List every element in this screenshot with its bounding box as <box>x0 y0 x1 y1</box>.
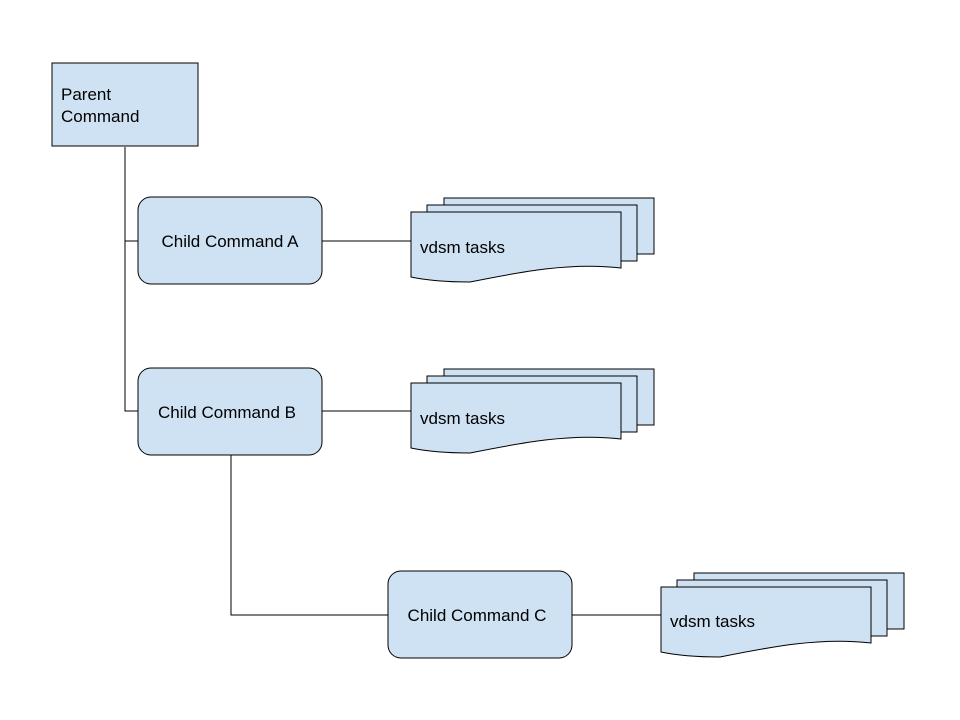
vdsm-tasks-c-stack: vdsm tasks <box>660 572 905 658</box>
parent-command-node: Parent Command <box>51 62 199 147</box>
child-command-a-node: Child Command A <box>137 196 323 285</box>
tasks-a-label: vdsm tasks <box>420 238 505 257</box>
tasks-b-label: vdsm tasks <box>420 409 505 428</box>
vdsm-tasks-a-stack: vdsm tasks <box>410 197 655 283</box>
parent-command-label-line2: Command <box>61 107 139 126</box>
child-command-c-label: Child Command C <box>408 606 547 625</box>
tasks-c-label: vdsm tasks <box>670 612 755 631</box>
child-command-b-box <box>137 367 323 456</box>
connectors <box>124 147 661 616</box>
tasks-a-front-document <box>410 211 622 283</box>
child-command-a-label: Child Command A <box>161 232 299 251</box>
child-command-c-node: Child Command C <box>387 570 573 659</box>
child-command-b-label: Child Command B <box>158 403 296 422</box>
vdsm-tasks-b-stack: vdsm tasks <box>410 368 655 454</box>
parent-trunk-connector <box>124 147 138 412</box>
child-command-b-node: Child Command B <box>137 367 323 456</box>
tasks-c-front-document <box>660 586 872 658</box>
tasks-b-front-document <box>410 382 622 454</box>
child-b-to-child-c-connector <box>230 455 388 616</box>
child-command-c-box <box>387 570 573 659</box>
parent-command-label-line1: Parent <box>61 85 111 104</box>
parent-command-box <box>51 62 199 147</box>
child-command-a-box <box>137 196 323 285</box>
